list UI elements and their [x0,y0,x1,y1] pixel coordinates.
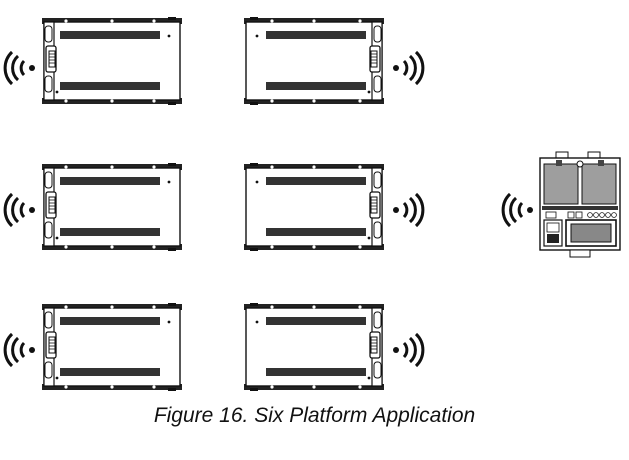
figure-caption: Figure 16. Six Platform Application [153,404,476,427]
platform-1 [41,16,183,106]
wireless-signal-icon [3,50,37,86]
wireless-signal-icon [3,332,37,368]
platform-3 [41,162,183,252]
six-platform-diagram [3,16,621,392]
wireless-signal-icon [391,192,425,228]
wireless-signal-icon [391,50,425,86]
platform-4 [243,162,385,252]
weight-indicator [539,151,621,258]
platform-5 [41,302,183,392]
platform-2 [243,16,385,106]
wireless-signal-icon [391,332,425,368]
wireless-signal-icon [3,192,37,228]
platform-6 [243,302,385,392]
wireless-signal-icon [501,192,535,228]
